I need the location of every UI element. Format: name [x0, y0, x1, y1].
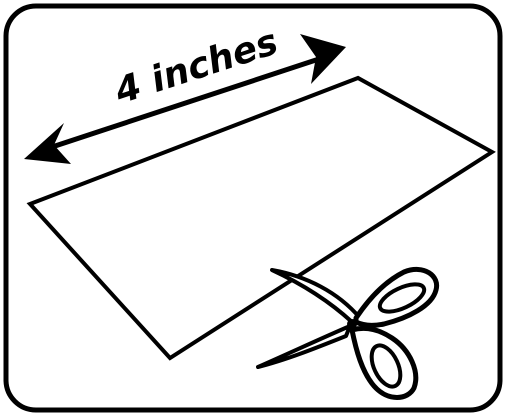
double-headed-arrow-icon [24, 34, 346, 164]
scissors-icon [256, 266, 440, 400]
paper-strip [26, 75, 496, 361]
pivot-screw [347, 319, 357, 329]
